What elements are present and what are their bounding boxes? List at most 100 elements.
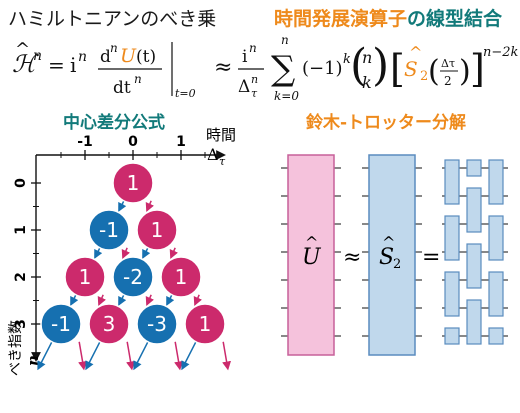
title-right-part2: の [407,8,427,30]
formula-frac3-bottom: 2 [444,74,452,88]
node-label: 1 [175,265,188,289]
edge-down-left [37,341,53,371]
formula-U-arg: (t) [136,47,156,67]
edge-down-right [97,294,107,307]
node-label: 1 [199,312,212,336]
x-axis-label: 時間 [206,126,236,144]
circuit-gate [488,271,504,317]
S2-sub: 2 [393,257,401,272]
U-block: U ^ [281,154,341,356]
formula-frac3-rparen: ) [459,54,471,89]
circuit-gate [466,243,482,289]
node-circle [184,303,226,345]
circuit-gate [488,215,504,261]
formula-power: n−2k [483,45,519,60]
formula-d-num: d [100,47,111,67]
edge-down-left [118,200,127,213]
formula-lhs-sup: n [33,48,42,64]
formula-sum: ∑ [271,49,295,89]
edge-down-right [193,294,203,307]
formula-binom-lparen: ( [350,40,367,91]
formula-i-sup: n [78,49,87,65]
S2-box [368,154,416,356]
y-tick-label: 0 [13,178,29,188]
edge-down-right [169,247,179,260]
node: 3 [88,303,130,345]
circuit-gate [466,299,482,345]
circuit-gate [444,215,460,261]
edge-down-left [142,247,151,260]
header-title-right: 時間発展演算子の線型結合 [274,4,502,31]
y-tick-label: 1 [13,225,29,235]
node-label: -1 [99,218,119,242]
formula-minus1: (−1) [302,58,343,79]
left-diagram-title: 中心差分公式 [63,112,165,133]
edge-down-right [78,341,88,371]
formula-sum-bottom: k=0 [274,89,299,103]
U-label: U [302,245,322,270]
node-label: 1 [79,265,92,289]
formula-i2-sup: n [249,41,257,55]
right-diagram-title: 鈴木-トロッター分解 [306,112,466,133]
node-label: 1 [151,218,164,242]
node: 1 [160,256,202,298]
formula-S: S [404,57,418,81]
formula-U: U [120,45,137,67]
y-axis-symbol: n [24,355,42,366]
edge-down-right [126,341,136,371]
title-right-part1: 時間発展演算子 [274,8,408,30]
formula-delta-sub: τ [251,87,258,100]
edge-down-left [85,341,101,371]
edge-down-right [145,200,155,213]
circuit-gate [444,271,460,317]
node: 1 [184,303,226,345]
circuit-gate [444,327,460,345]
right-eq: = [422,245,440,270]
edge-down-left [118,294,127,307]
x-axis-symbol-sub: τ [219,155,226,168]
y-axis-label: べき指数 [8,320,24,376]
circuit-gate [466,187,482,233]
edge-down-left [181,341,197,371]
node: -1 [88,209,130,251]
U-hat: ^ [305,233,318,252]
y-tick-label: 2 [13,272,29,282]
x-tick-label: 1 [176,134,186,150]
formula-frac3-top: Δτ [441,57,455,70]
node-label: -2 [123,265,143,289]
formula-S-hat: ^ [409,43,422,62]
formula-minus1-sup: k [343,52,351,67]
node: -3 [136,303,178,345]
S2-block: S ^ 2 [362,154,422,356]
formula-approx: ≈ [214,55,232,80]
edge-down-left [70,294,79,307]
S2-label: S [379,245,394,270]
node-circle [112,256,154,298]
circuit-gate [466,159,482,177]
node-circle [88,303,130,345]
formula-i2: i [242,47,248,67]
S2-hat: ^ [382,233,395,252]
formula-rbracket: ] [470,47,485,91]
formula-lhs-hat: ^ [15,39,30,60]
formula-sum-top: n [281,33,289,47]
edge-down-right [174,341,184,371]
node: -1 [40,303,82,345]
node: 1 [136,209,178,251]
node-label: 3 [103,312,116,336]
formula-binom-bottom: k [362,73,372,92]
circuit-gate [488,159,504,205]
circuit-gate [488,327,504,345]
node-circle [64,256,106,298]
node: -2 [112,256,154,298]
x-tick-label: -1 [77,134,93,150]
formula-eq: = [48,53,65,77]
node-circle [160,256,202,298]
formula-delta: Δ [238,77,250,97]
node-circle [40,303,82,345]
node-circle [112,162,154,204]
edge-down-right [145,294,155,307]
